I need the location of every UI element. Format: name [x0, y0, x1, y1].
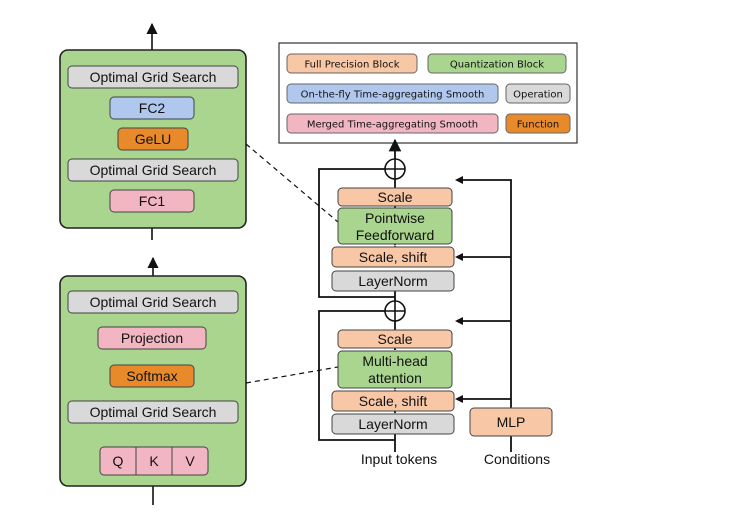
pointwise-label-line1: Pointwise: [365, 210, 425, 226]
scale-shift-top-label: Scale, shift: [359, 249, 428, 265]
input-tokens-label: Input tokens: [361, 451, 437, 467]
legend-full-precision-label: Full Precision Block: [304, 60, 399, 71]
legend-function-swatch: [505, 113, 571, 134]
scale-top-block: [337, 187, 453, 207]
pointwise-feedforward-block: [337, 207, 453, 245]
scale-shift-bottom-label: Scale, shift: [359, 393, 428, 409]
attn-qkv-block: [99, 446, 209, 476]
ffn-panel: Optimal Grid Search FC2 GeLU Optimal Gri…: [59, 22, 247, 240]
scale-bottom-block: [337, 329, 453, 349]
ffn-fc1-block: [109, 189, 195, 213]
legend: Full Precision Block Quantization Block …: [278, 42, 578, 144]
scale-shift-bottom-block: [331, 390, 455, 412]
conditions-label: Conditions: [484, 451, 550, 467]
ffn-fc2-label: FC2: [139, 100, 166, 116]
mha-label-line2: attention: [368, 370, 422, 386]
ffn-grid-search-bottom-label: Optimal Grid Search: [90, 162, 217, 178]
attn-grid-search-bottom: [67, 400, 239, 424]
attn-dashed-connector: [245, 366, 339, 384]
legend-onthefly-swatch: [286, 83, 499, 104]
ffn-grid-search-top: [67, 65, 239, 89]
layernorm-bottom-block: [331, 413, 455, 435]
mlp-label: MLP: [497, 414, 526, 430]
attn-softmax-label: Softmax: [126, 368, 177, 384]
legend-full-precision-swatch: [286, 53, 418, 74]
attn-v-label: V: [185, 453, 195, 469]
ffn-fc2-block: [109, 96, 195, 120]
ffn-dashed-connector: [245, 143, 339, 223]
scale-top-label: Scale: [377, 189, 412, 205]
layernorm-top-block: [331, 270, 455, 292]
add-node-bottom: [384, 300, 406, 322]
legend-merged-label: Merged Time-aggregating Smooth: [307, 120, 478, 131]
mlp-block: [469, 407, 553, 437]
attn-panel: Optimal Grid Search Projection Softmax O…: [59, 256, 247, 505]
multihead-attention-block: [337, 350, 453, 389]
legend-onthefly-label: On-the-fly Time-aggregating Smooth: [301, 90, 485, 101]
attn-softmax-block: [109, 364, 195, 388]
attn-grid-search-top: [67, 290, 239, 314]
ffn-grid-search-top-label: Optimal Grid Search: [90, 69, 217, 85]
attn-grid-search-bottom-label: Optimal Grid Search: [90, 404, 217, 420]
attn-projection-block: [97, 326, 207, 350]
legend-quantization-swatch: [427, 53, 567, 74]
legend-function-label: Function: [517, 120, 560, 131]
legend-operation-label: Operation: [513, 90, 563, 101]
attn-grid-search-top-label: Optimal Grid Search: [90, 294, 217, 310]
attn-projection-label: Projection: [121, 330, 183, 346]
attn-q-label: Q: [113, 453, 124, 469]
scale-shift-top-block: [331, 246, 455, 268]
ffn-fc1-label: FC1: [139, 193, 166, 209]
ffn-gelu-label: GeLU: [135, 131, 172, 147]
layernorm-top-label: LayerNorm: [358, 273, 427, 289]
mha-label-line1: Multi-head: [362, 353, 427, 369]
main-connections: [318, 138, 512, 452]
layernorm-bottom-label: LayerNorm: [358, 416, 427, 432]
ffn-grid-search-bottom: [67, 158, 239, 182]
ffn-gelu-block: [117, 127, 189, 151]
legend-merged-swatch: [286, 113, 499, 134]
attn-k-label: K: [149, 453, 159, 469]
legend-operation-swatch: [505, 83, 571, 104]
main-block: Scale Pointwise Feedforward Scale, shift…: [331, 187, 553, 467]
add-node-top: [384, 158, 406, 180]
scale-bottom-label: Scale: [377, 331, 412, 347]
pointwise-label-line2: Feedforward: [356, 227, 435, 243]
legend-quantization-label: Quantization Block: [450, 60, 544, 71]
